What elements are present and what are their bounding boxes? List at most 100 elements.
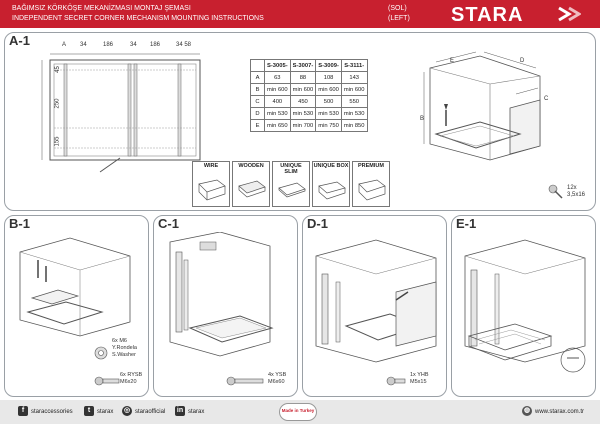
front-elevation-drawing bbox=[41, 53, 201, 173]
title-english: INDEPENDENT SECRET CORNER MECHANISM MOUN… bbox=[12, 15, 264, 22]
spec-cell: min 650 bbox=[264, 119, 291, 132]
title-english-side: (LEFT) bbox=[388, 15, 410, 22]
spec-cell: 143 bbox=[340, 71, 368, 84]
spec-cell: D bbox=[250, 107, 265, 120]
spec-cell: min 600 bbox=[315, 83, 342, 96]
e1-cabinet-drawing bbox=[464, 239, 586, 373]
header-bar: BAĞIMSIZ KÖRKÖŞE MEKANİZMASI MONTAJ ŞEMA… bbox=[0, 0, 600, 28]
footer-linkedin[interactable]: starax bbox=[188, 409, 205, 415]
title-turkish-side: (SOL) bbox=[388, 5, 407, 12]
dim-155: 155 bbox=[54, 136, 61, 147]
footer-website[interactable]: www.starax.com.tr bbox=[535, 409, 585, 415]
screw-icon bbox=[548, 184, 563, 199]
drawer-type-unique-box: UNIQUE BOX bbox=[312, 161, 350, 207]
spec-cell: 63 bbox=[264, 71, 291, 84]
spec-cell: min 700 bbox=[289, 119, 317, 132]
made-in-turkey-text: Made in Turkey bbox=[281, 408, 315, 413]
cabinet-label-e: E bbox=[450, 58, 455, 64]
spec-cell: A bbox=[250, 71, 265, 84]
dim-34-mid: 34 bbox=[130, 42, 137, 48]
drawer-type-label: PREMIUM bbox=[358, 163, 384, 169]
panel-b1-label: B-1 bbox=[9, 216, 30, 231]
wire-basket-icon bbox=[198, 179, 226, 201]
stara-logo-mark-icon bbox=[558, 6, 581, 22]
made-in-turkey-badge: Made in Turkey bbox=[279, 403, 317, 421]
a1-screw-qty: 12x 3,5x16 bbox=[567, 185, 586, 198]
short-bolt-icon bbox=[386, 376, 406, 386]
spec-cell: min 600 bbox=[264, 83, 291, 96]
dim-34-58: 34 58 bbox=[176, 42, 192, 48]
drawer-type-unique-slim: UNIQUE SLIM bbox=[272, 161, 310, 207]
wooden-tray-icon bbox=[238, 180, 266, 198]
panel-b1: B-1 bbox=[4, 215, 149, 397]
panel-e1-label: E-1 bbox=[456, 216, 477, 231]
panel-d1-label: D-1 bbox=[307, 216, 328, 231]
drawer-type-label: UNIQUE BOX bbox=[313, 163, 349, 169]
facebook-icon[interactable]: f bbox=[18, 406, 28, 416]
long-bolt-icon bbox=[226, 376, 264, 386]
spec-cell: 550 bbox=[340, 95, 368, 108]
dim-186-right: 186 bbox=[150, 42, 161, 48]
washer-icon bbox=[94, 346, 108, 360]
dim-186-left: 186 bbox=[103, 42, 114, 48]
spec-header-cell bbox=[250, 59, 265, 72]
spec-header-row: S-3005- S-3007- S-3009- S-3111- bbox=[250, 59, 368, 72]
globe-icon[interactable]: ◍ bbox=[522, 406, 532, 416]
cabinet-isometric-drawing bbox=[423, 51, 541, 161]
spec-header-cell: S-3009- bbox=[315, 59, 342, 72]
spec-cell: min 600 bbox=[340, 83, 368, 96]
footer-instagram[interactable]: staraofficial bbox=[135, 409, 166, 415]
dim-45: 45 bbox=[54, 66, 61, 73]
stara-logo: STARA bbox=[451, 4, 524, 26]
cabinet-label-d: D bbox=[520, 58, 525, 64]
spec-header-cell: S-3005- bbox=[264, 59, 291, 72]
spec-table: S-3005- S-3007- S-3009- S-3111- A 63 88 … bbox=[250, 59, 368, 132]
spec-cell: min 530 bbox=[340, 107, 368, 120]
drawer-type-wooden: WOODEN bbox=[232, 161, 270, 207]
title-turkish: BAĞIMSIZ KÖRKÖŞE MEKANİZMASI MONTAJ ŞEMA… bbox=[12, 5, 191, 12]
cabinet-label-c: C bbox=[544, 96, 549, 102]
spec-row: B min 600 min 600 min 600 min 600 bbox=[250, 83, 368, 96]
spec-cell: 500 bbox=[315, 95, 342, 108]
panel-a1-label: A-1 bbox=[9, 33, 30, 48]
c1-screw-qty: 4x YSB M6x60 bbox=[268, 372, 287, 385]
spec-cell: 108 bbox=[315, 71, 342, 84]
linkedin-icon[interactable]: in bbox=[175, 406, 185, 416]
instagram-icon[interactable]: ◎ bbox=[122, 406, 132, 416]
drawer-type-label: WIRE bbox=[203, 163, 219, 169]
spec-row: C 400 450 500 550 bbox=[250, 95, 368, 108]
spec-cell: min 850 bbox=[340, 119, 368, 132]
twitter-icon[interactable]: t bbox=[84, 406, 94, 416]
cabinet-label-b: B bbox=[420, 116, 425, 122]
drawer-type-label: WOODEN bbox=[238, 163, 264, 169]
footer-facebook[interactable]: staraccessories bbox=[31, 409, 73, 415]
drawer-types: WIRE WOODEN UNIQUE SLIM UNIQUE BOX PREMI… bbox=[192, 161, 392, 209]
drawer-type-premium: PREMIUM bbox=[352, 161, 390, 207]
spec-cell: C bbox=[250, 95, 265, 108]
spec-header-cell: S-3007- bbox=[289, 59, 317, 72]
drawer-type-wire: WIRE bbox=[192, 161, 230, 207]
spec-cell: E bbox=[250, 119, 265, 132]
spec-cell: 400 bbox=[264, 95, 291, 108]
footer-twitter[interactable]: starax bbox=[97, 409, 114, 415]
spec-header-cell: S-3111- bbox=[340, 59, 368, 72]
spec-row: A 63 88 108 143 bbox=[250, 71, 368, 84]
panel-c1-label: C-1 bbox=[158, 216, 179, 231]
bolt-icon bbox=[94, 376, 120, 386]
spec-cell: min 530 bbox=[315, 107, 342, 120]
spec-row: E min 650 min 700 min 750 min 850 bbox=[250, 119, 368, 132]
spec-cell: 88 bbox=[289, 71, 317, 84]
spec-cell: min 600 bbox=[289, 83, 317, 96]
c1-mechanism-drawing bbox=[169, 232, 274, 357]
b1-cabinet-drawing bbox=[19, 237, 131, 337]
spec-cell: 450 bbox=[289, 95, 317, 108]
dim-250: 250 bbox=[54, 98, 61, 109]
dim-34-left: 34 bbox=[80, 42, 87, 48]
d1-cabinet-drawing bbox=[315, 239, 437, 363]
b1-washer-qty: 6x M6 Y.Rondela S.Washer bbox=[112, 338, 137, 358]
premium-tray-icon bbox=[358, 179, 386, 201]
d1-screw-qty: 1x YHB M5x15 bbox=[410, 372, 429, 385]
spec-cell: min 750 bbox=[315, 119, 342, 132]
slim-tray-icon bbox=[278, 182, 306, 198]
drawer-type-label: UNIQUE SLIM bbox=[280, 163, 302, 175]
